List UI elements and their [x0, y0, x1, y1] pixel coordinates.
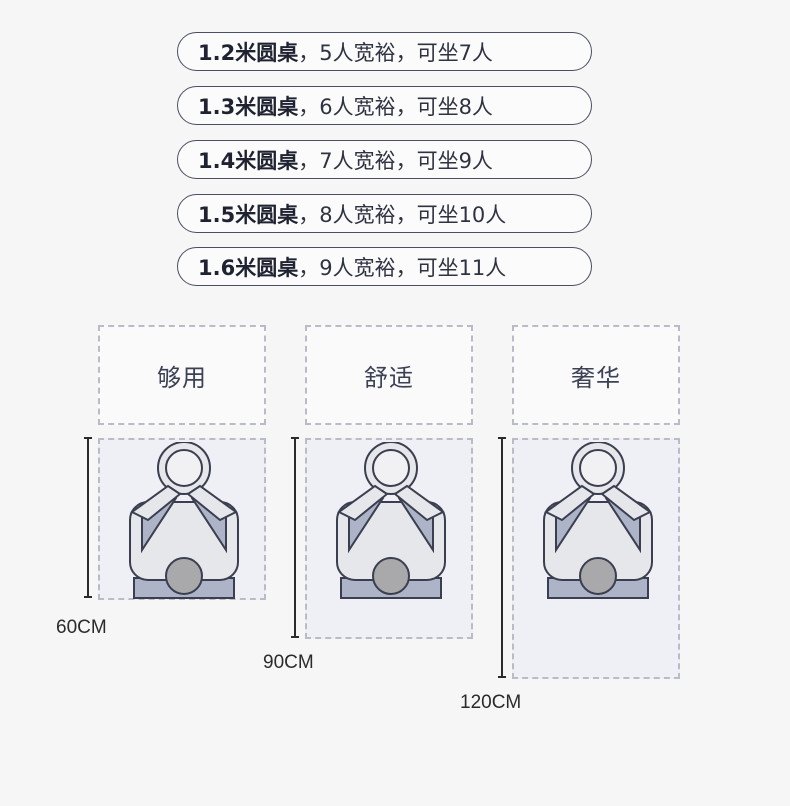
- table-size: 1.5米圆桌: [198, 202, 299, 227]
- capacity-text: ，5人宽裕，可坐7人: [298, 40, 493, 65]
- panel-label: 够用: [157, 363, 207, 392]
- table-size-row: 1.5米圆桌，8人宽裕，可坐10人: [177, 194, 592, 233]
- table-size: 1.2米圆桌: [198, 40, 299, 65]
- table-size: 1.6米圆桌: [198, 255, 299, 280]
- table-size: 1.4米圆桌: [198, 148, 299, 173]
- table-size-row: 1.3米圆桌，6人宽裕，可坐8人: [177, 86, 592, 125]
- dimension-tick: [291, 636, 299, 638]
- panel-label-box: 够用: [98, 325, 266, 425]
- dimension-label-90: 90CM: [263, 652, 314, 673]
- dimension-tick: [84, 596, 92, 598]
- dimension-tick: [498, 676, 506, 678]
- dimension-line-60: [87, 438, 89, 598]
- capacity-text: ，6人宽裕，可坐8人: [298, 94, 493, 119]
- seated-person-icon: [129, 442, 239, 599]
- table-size: 1.3米圆桌: [198, 94, 299, 119]
- capacity-text: ，7人宽裕，可坐9人: [298, 148, 493, 173]
- dimension-tick: [498, 437, 506, 439]
- table-size-row: 1.6米圆桌，9人宽裕，可坐11人: [177, 247, 592, 286]
- dimension-line-120: [501, 438, 503, 678]
- dimension-line-90: [294, 438, 296, 638]
- capacity-text: ，8人宽裕，可坐10人: [298, 202, 507, 227]
- table-size-row: 1.4米圆桌，7人宽裕，可坐9人: [177, 140, 592, 179]
- capacity-text: ，9人宽裕，可坐11人: [298, 255, 507, 280]
- panel-label-box: 舒适: [305, 325, 473, 425]
- seated-person-icon: [336, 442, 446, 599]
- dimension-label-120: 120CM: [460, 692, 522, 713]
- panel-label-box: 奢华: [512, 325, 680, 425]
- dimension-label-60: 60CM: [56, 617, 107, 638]
- dimension-tick: [291, 437, 299, 439]
- table-size-row: 1.2米圆桌，5人宽裕，可坐7人: [177, 32, 592, 71]
- seated-person-icon: [543, 442, 653, 599]
- panel-label: 奢华: [571, 363, 621, 392]
- dimension-tick: [84, 437, 92, 439]
- panel-label: 舒适: [364, 363, 414, 392]
